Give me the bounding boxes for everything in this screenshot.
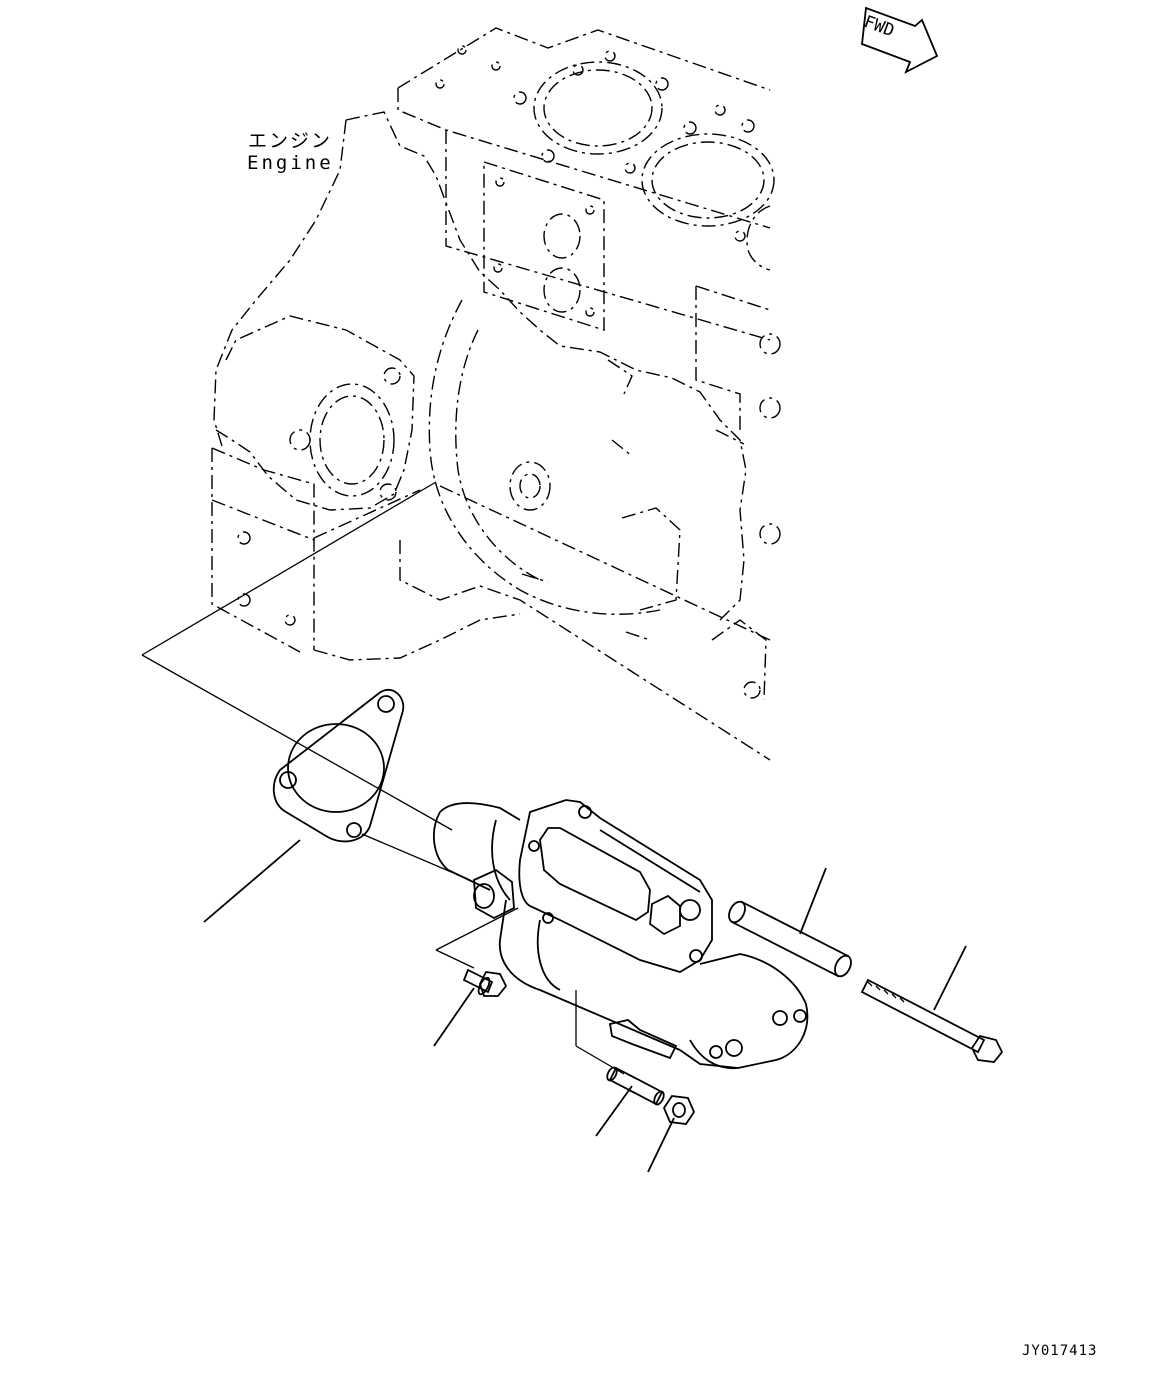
starter-motor-part [433,799,809,1070]
fwd-arrow-icon [861,6,939,74]
gasket-part [272,688,405,843]
engine-label-english: Engine [247,152,334,174]
engine-label-japanese: エンジン [248,130,333,152]
stud-part [606,1066,665,1106]
drawing-number: JY017413 [1022,1343,1098,1359]
flange-bolt-part [462,968,508,997]
long-bolt-part [860,978,1004,1063]
nut-part [662,1095,696,1125]
engine-block-outline [211,27,781,761]
sleeve-part [728,900,852,978]
callout-leaders [203,839,967,1173]
